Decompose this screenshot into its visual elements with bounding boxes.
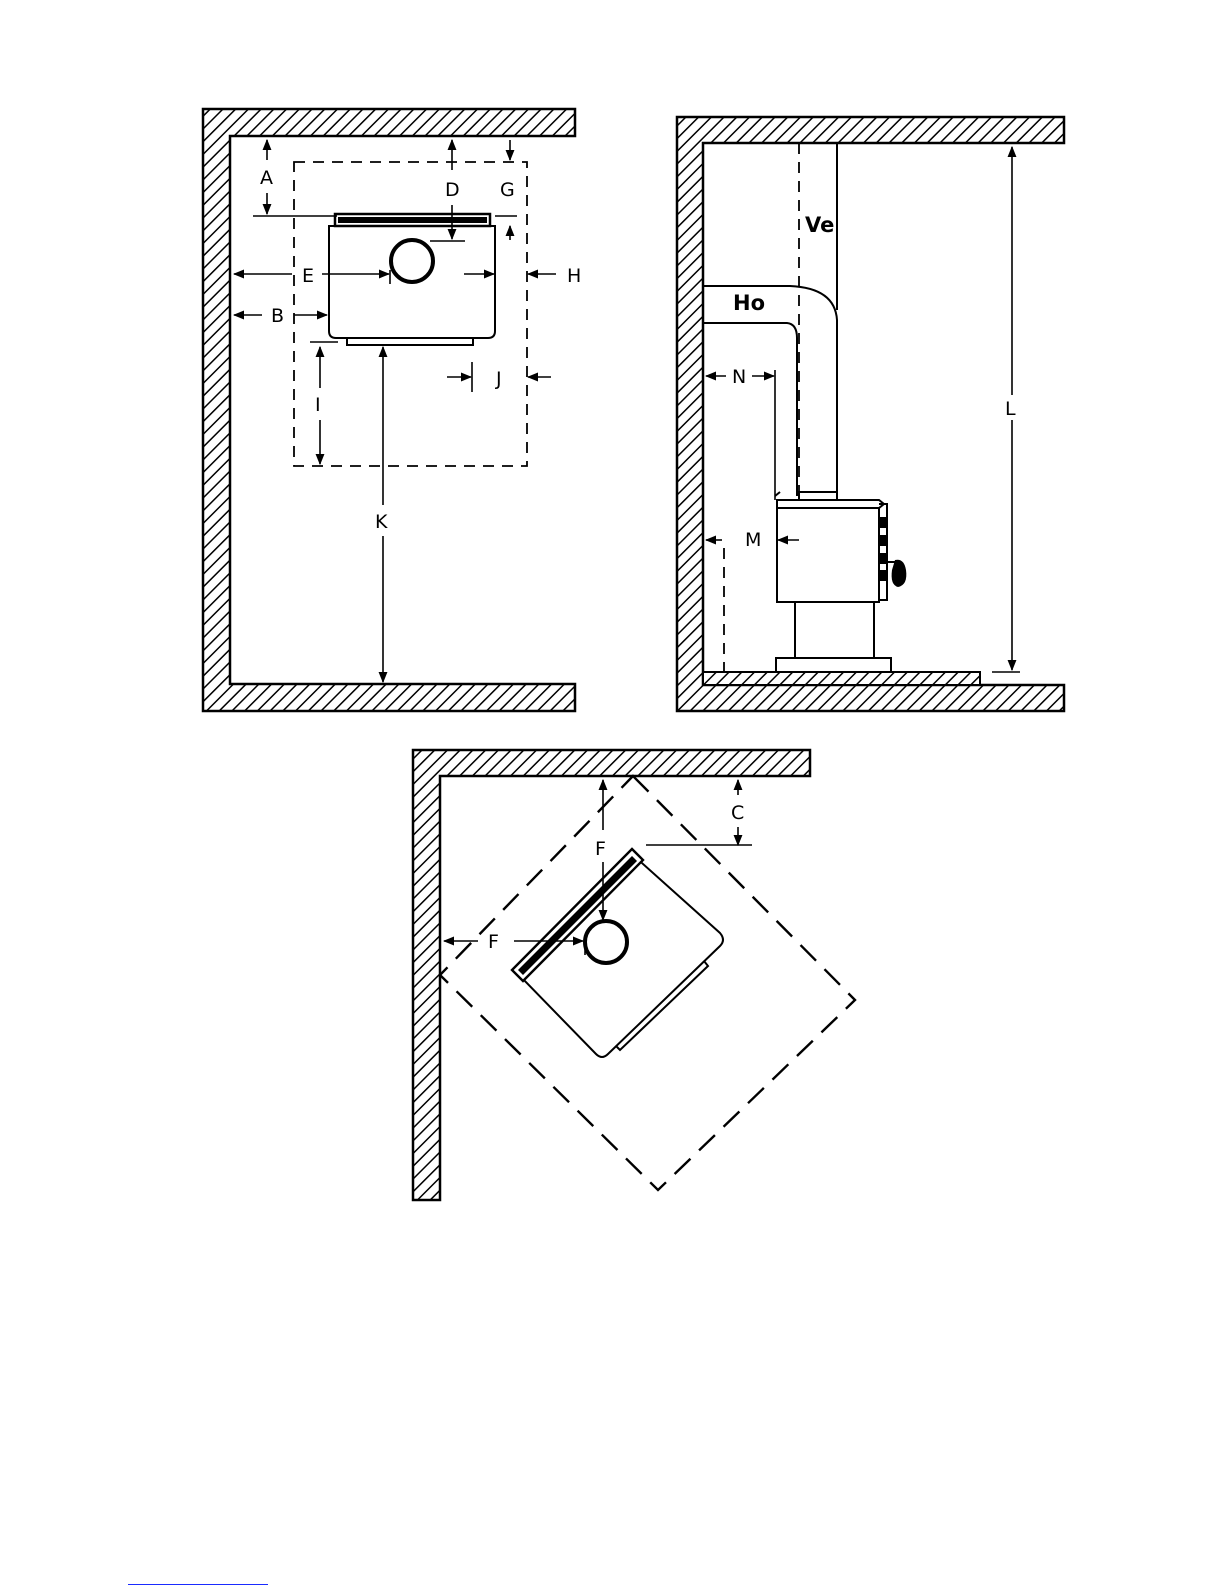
wall-hatched [413,750,810,1200]
flue-collar [391,240,433,282]
label-L: L [1005,398,1016,420]
label-B: B [271,305,284,327]
label-M: M [745,529,761,551]
label-N: N [732,366,746,388]
stove-top-view [329,214,495,345]
plan-view-corner: C F F [413,750,855,1200]
label-E: E [302,265,314,287]
wall-hatched [203,109,575,711]
flue-collar [585,921,627,963]
label-H: H [567,265,581,287]
side-elevation-view: Ve Ho N L M [677,117,1064,711]
label-F: F [488,931,499,953]
label-C: C [731,802,744,824]
stove-side-view [775,492,906,672]
label-D: D [445,179,460,201]
label-K: K [375,511,388,533]
label-G: G [500,179,515,201]
label-A: A [260,167,273,189]
stove-corner-view [512,849,723,1057]
label-Ve: Ve [805,213,834,237]
hearth-pad [703,672,980,685]
label-I: I [315,394,321,416]
plan-view-parallel: A D G E H B J I K [203,109,581,711]
label-F: F [595,838,606,860]
clearance-zone-diagonal [440,776,855,1190]
label-Ho: Ho [733,291,765,315]
label-J: J [495,368,502,390]
flue-pipe [703,143,837,496]
